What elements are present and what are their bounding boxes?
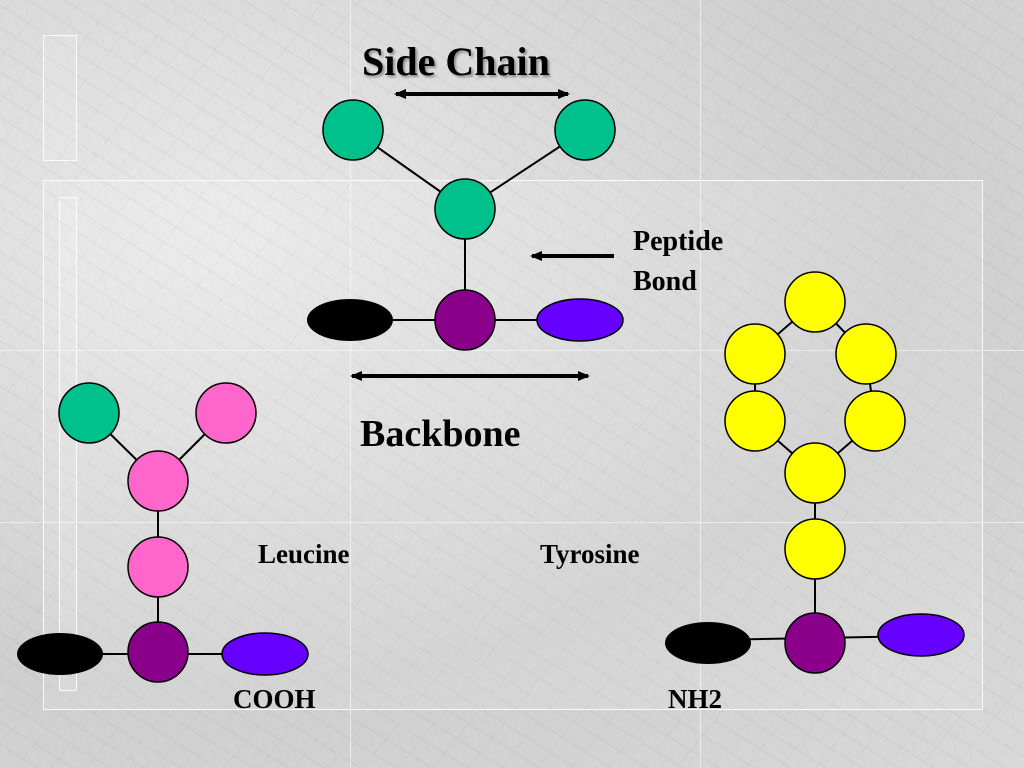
leucine-atom xyxy=(127,536,189,598)
leucine-methyl-atom xyxy=(58,382,120,444)
alpha-carbon-atom xyxy=(127,621,189,683)
carboxyl-end xyxy=(307,299,393,341)
amino-end xyxy=(877,613,965,657)
left-vertical-frame xyxy=(59,197,77,691)
alpha-carbon-atom xyxy=(434,289,496,351)
alpha-carbon-atom xyxy=(784,612,846,674)
side-chain-atom xyxy=(434,178,496,240)
top-left-frame xyxy=(43,35,77,161)
side-chain-atom xyxy=(322,99,384,161)
leucine-atom xyxy=(127,450,189,512)
tyrosine-ring-atom xyxy=(844,390,906,452)
peptide-bond-label: Peptide Bond xyxy=(633,222,723,302)
tyrosine-label: Tyrosine xyxy=(540,539,640,569)
amino-end xyxy=(536,298,624,342)
cooh-label: COOH xyxy=(233,684,316,714)
leucine-label: Leucine xyxy=(258,539,350,569)
side-chain-title: Side Chain xyxy=(362,39,550,84)
peptide-bond-line-1: Peptide xyxy=(633,226,724,257)
grid-line-v2 xyxy=(700,0,701,768)
nh2-label: NH2 xyxy=(668,684,722,714)
peptide-bond-line-2: Bond xyxy=(633,266,697,297)
backbone-label: Backbone xyxy=(360,413,521,455)
carboxyl-end xyxy=(17,633,103,675)
grid-line-h2 xyxy=(0,522,1024,523)
tyrosine-ring-atom xyxy=(724,323,786,385)
tyrosine-ring-atom xyxy=(835,323,897,385)
grid-line-h1 xyxy=(0,350,1024,351)
tyrosine-ring-atom xyxy=(784,271,846,333)
leucine-atom xyxy=(195,382,257,444)
grid-line-v1 xyxy=(350,0,351,768)
side-chain-atom xyxy=(554,99,616,161)
tyrosine-ring-atom xyxy=(724,390,786,452)
carboxyl-end xyxy=(665,622,751,664)
amino-end xyxy=(221,632,309,676)
tyrosine-ring-atom xyxy=(784,442,846,504)
tyrosine-atom xyxy=(784,518,846,580)
